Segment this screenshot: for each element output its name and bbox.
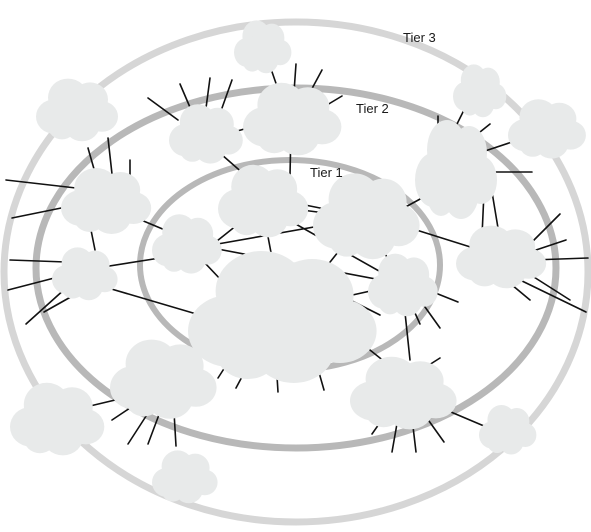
network-clouds: [10, 20, 586, 504]
network-link: [519, 279, 587, 313]
network-link: [25, 287, 67, 325]
cloud-t3-bottom: [152, 450, 218, 504]
tier3-ring: [0, 18, 591, 526]
cloud-t1-right: [313, 173, 420, 260]
cloud-t3-bottom-right: [479, 405, 537, 455]
cloud-t2-far-left: [52, 247, 118, 301]
cloud-t2-upper-right: [415, 120, 497, 219]
cloud-t3-top-left: [36, 78, 118, 142]
cloud-t1-left: [152, 214, 222, 274]
cloud-t2-top: [243, 82, 342, 156]
tier2-label: Tier 2: [356, 101, 389, 116]
network-link: [409, 227, 481, 251]
network-link: [147, 411, 161, 445]
network-link: [107, 287, 211, 319]
cloud-t2-right: [456, 225, 547, 289]
network-link: [9, 259, 67, 263]
cloud-t1-top: [218, 164, 309, 238]
network-link: [221, 79, 233, 109]
network-link: [205, 77, 211, 109]
tier3-label: Tier 3: [403, 30, 436, 45]
network-link: [5, 179, 77, 189]
network-link: [147, 97, 179, 121]
cloud-t2-top-left: [169, 104, 243, 164]
tier1-label: Tier 1: [310, 165, 343, 180]
network-link: [107, 137, 113, 175]
cloud-t3-bottom-left: [10, 382, 105, 456]
cloud-t3-top-right: [453, 64, 507, 118]
